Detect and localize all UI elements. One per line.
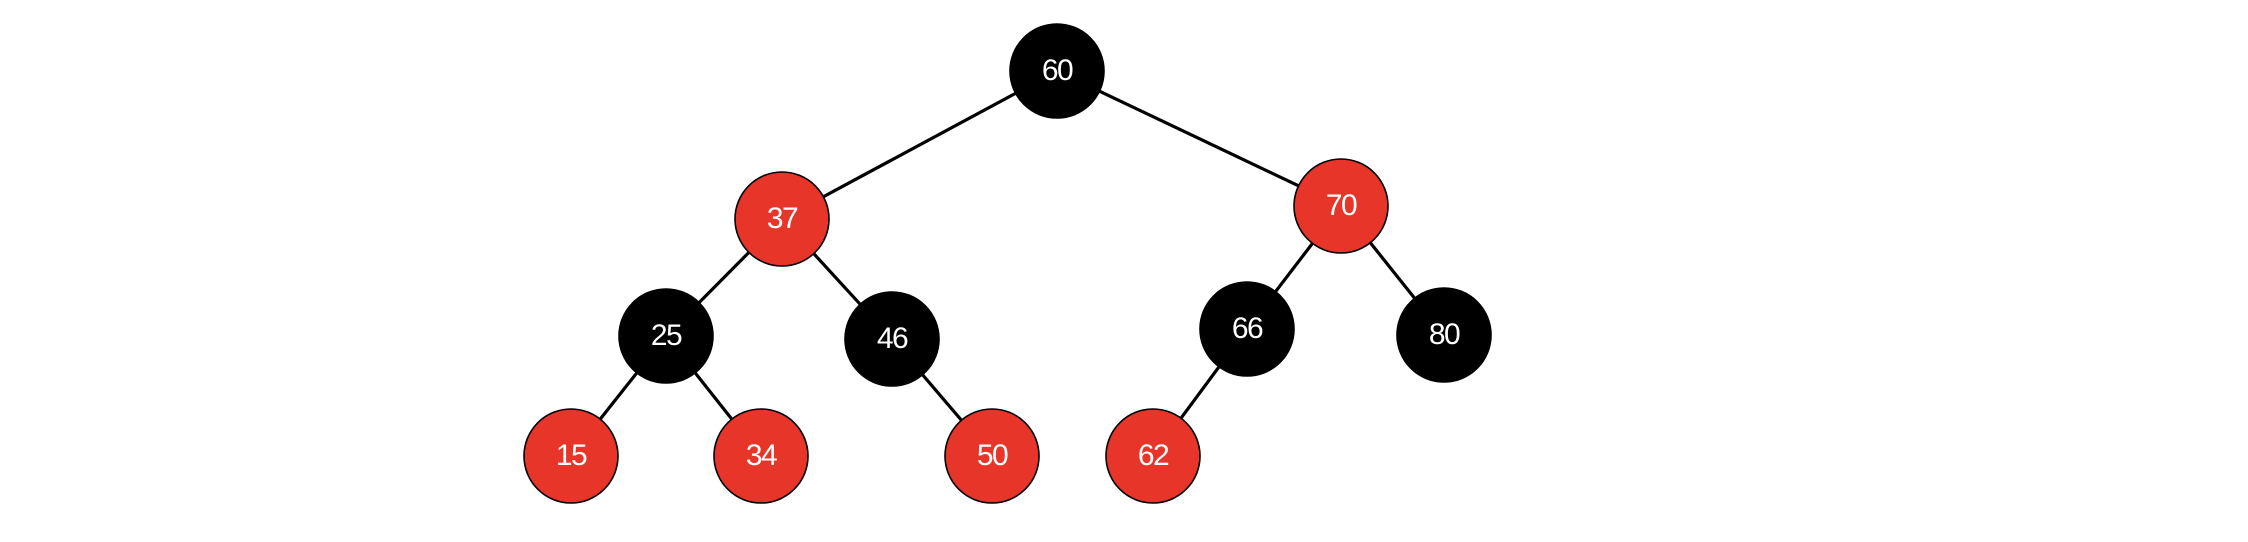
tree-node-25: 25 — [618, 288, 714, 384]
tree-node-46: 46 — [844, 291, 940, 387]
node-label: 46 — [877, 322, 908, 355]
node-label: 25 — [651, 319, 682, 352]
node-label: 60 — [1042, 54, 1073, 87]
node-label: 37 — [767, 202, 798, 235]
node-circle-red — [523, 408, 619, 504]
node-circle-red — [1105, 408, 1201, 504]
node-label: 70 — [1326, 189, 1357, 222]
nodes-layer: 60 37 70 25 46 66 80 15 34 50 62 — [523, 23, 1492, 504]
tree-node-34: 34 — [713, 408, 809, 504]
node-label: 34 — [746, 439, 777, 472]
node-label: 80 — [1429, 318, 1460, 351]
tree-node-70: 70 — [1293, 158, 1389, 254]
node-label: 15 — [556, 439, 587, 472]
tree-node-37: 37 — [734, 171, 830, 267]
node-circle-black — [1199, 281, 1295, 377]
node-circle-red — [713, 408, 809, 504]
node-label: 66 — [1232, 312, 1263, 345]
tree-node-50: 50 — [944, 408, 1040, 504]
tree-node-80: 80 — [1396, 287, 1492, 383]
node-label: 50 — [977, 439, 1008, 472]
node-label: 62 — [1138, 439, 1169, 472]
edge-60-70 — [1056, 69, 1342, 208]
node-circle-red — [944, 408, 1040, 504]
tree-node-62: 62 — [1105, 408, 1201, 504]
tree-node-60: 60 — [1009, 23, 1105, 119]
edges-layer — [569, 69, 1446, 458]
node-circle-red — [734, 171, 830, 267]
tree-node-15: 15 — [523, 408, 619, 504]
edge-60-37 — [781, 69, 1058, 221]
node-circle-black — [1009, 23, 1105, 119]
node-circle-black — [844, 291, 940, 387]
tree-node-66: 66 — [1199, 281, 1295, 377]
node-circle-black — [618, 288, 714, 384]
node-circle-black — [1396, 287, 1492, 383]
node-circle-red — [1293, 158, 1389, 254]
